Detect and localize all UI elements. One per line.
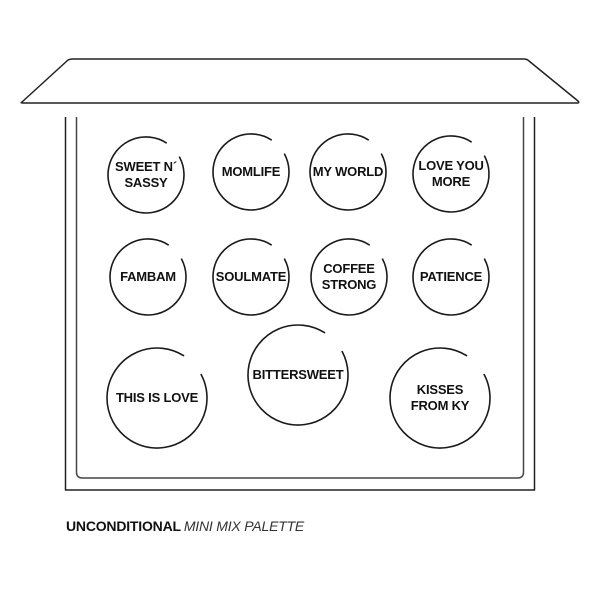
pan-ring-sweet-n-sassy — [107, 136, 185, 214]
pan-ring-patience — [412, 238, 490, 316]
shade-label-line: PATIENCE — [419, 269, 483, 284]
shade-label-line: KISSES — [416, 382, 464, 397]
shade-my-world: MY WORLD — [312, 164, 384, 180]
shade-label-line: SOULMATE — [215, 269, 287, 284]
pan-ring-coffee-strong — [310, 238, 388, 316]
pan-rings — [106, 133, 491, 449]
pan-ring-my-world — [309, 133, 387, 211]
shade-label-line: COFFEE — [323, 261, 375, 276]
shade-momlife: MOMLIFE — [222, 164, 281, 180]
pan-ring-kisses-from-ky — [389, 347, 491, 449]
shade-label-line: THIS IS LOVE — [115, 390, 199, 405]
product-name: UNCONDITIONAL — [66, 518, 181, 534]
pan-ring-fambam — [109, 238, 187, 316]
shade-label-line: MOMLIFE — [221, 164, 281, 179]
palette-case-outer — [64, 117, 536, 491]
pan-ring-momlife — [212, 133, 290, 211]
shade-label-line: FAMBAM — [120, 269, 176, 284]
pan-ring-bittersweet — [247, 324, 349, 426]
shade-patience: PATIENCE — [420, 269, 482, 285]
shade-fambam: FAMBAM — [120, 269, 176, 285]
pan-ring-this-is-love — [106, 347, 208, 449]
shade-label-line: MY WORLD — [312, 164, 384, 179]
shade-label-line: FROM KY — [410, 398, 470, 413]
pan-ring-love-you-more — [412, 135, 490, 213]
shade-label-line: MORE — [431, 174, 471, 189]
palette-lid — [20, 58, 580, 104]
palette-tray-inner — [75, 117, 525, 479]
shade-label-line: LOVE YOU — [418, 158, 484, 173]
shade-label-line: BITTERSWEET — [252, 367, 344, 382]
shade-label-line: SWEET N´ — [115, 159, 177, 174]
product-subtitle: MINI MIX PALETTE — [183, 518, 305, 534]
shade-this-is-love: THIS IS LOVE — [116, 390, 198, 406]
pan-ring-soulmate — [212, 238, 290, 316]
shade-label-line: SASSY — [124, 175, 168, 190]
shade-bittersweet: BITTERSWEET — [253, 367, 344, 383]
shade-sweet-n-sassy: SWEET N´SASSY — [115, 159, 177, 191]
shade-label-line: STRONG — [321, 277, 377, 292]
shade-soulmate: SOULMATE — [215, 269, 287, 285]
